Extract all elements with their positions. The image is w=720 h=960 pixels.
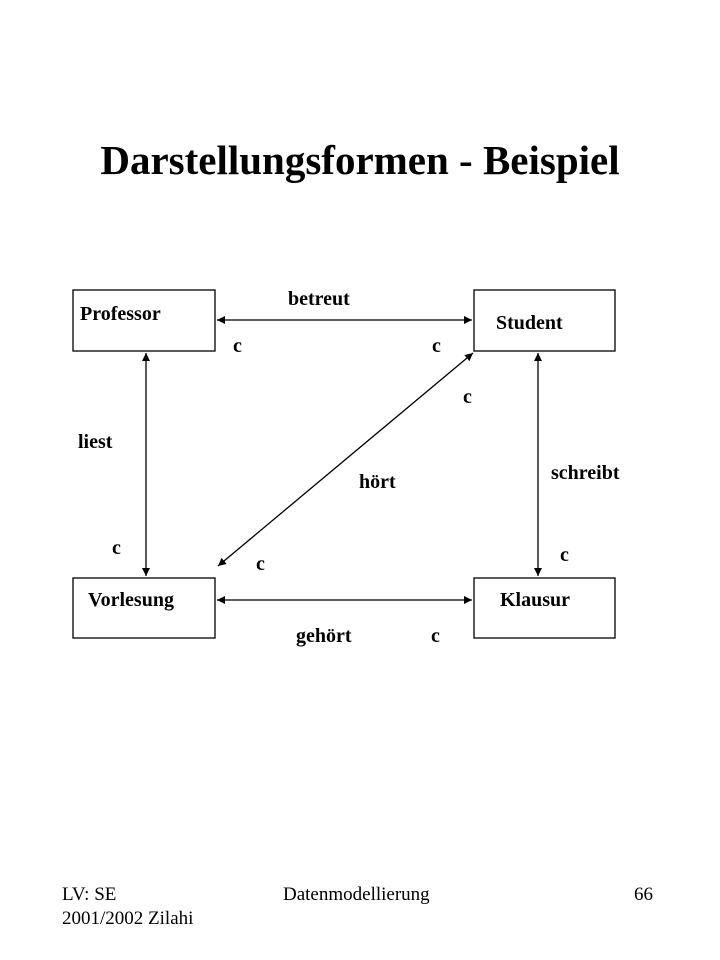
cardinality-schreibt-klausur: c (560, 544, 569, 566)
footer-page-number: 66 (634, 884, 653, 905)
slide-title: Darstellungsformen - Beispiel (100, 137, 620, 183)
relationship-gehoert: gehört (296, 625, 352, 647)
relationship-schreibt: schreibt (551, 462, 620, 484)
relationship-betreut: betreut (288, 288, 350, 310)
cardinality-liest-vorlesung: c (112, 537, 121, 559)
entity-box-professor (72, 289, 216, 352)
entity-klausur: Klausur (500, 589, 571, 611)
entity-vorlesung: Vorlesung (88, 589, 174, 611)
entity-box-student (473, 289, 616, 352)
footer-course: LV: SE (62, 884, 117, 905)
cardinality-betreut-professor: c (233, 335, 242, 357)
cardinality-betreut-student: c (432, 335, 441, 357)
footer-topic: Datenmodellierung (283, 884, 430, 905)
cardinality-gehoert-klausur: c (431, 625, 440, 647)
cardinality-hoert-vorlesung: c (256, 553, 265, 575)
arrow-hoert (217, 352, 474, 567)
entity-box-klausur (473, 577, 616, 639)
relationship-hoert: hört (359, 471, 396, 493)
entity-box-vorlesung (72, 577, 216, 639)
entity-student: Student (496, 312, 563, 334)
relationship-liest: liest (78, 431, 113, 453)
footer-term: 2001/2002 Zilahi (62, 908, 194, 929)
entity-professor: Professor (80, 303, 161, 325)
cardinality-hoert-student: c (463, 386, 472, 408)
